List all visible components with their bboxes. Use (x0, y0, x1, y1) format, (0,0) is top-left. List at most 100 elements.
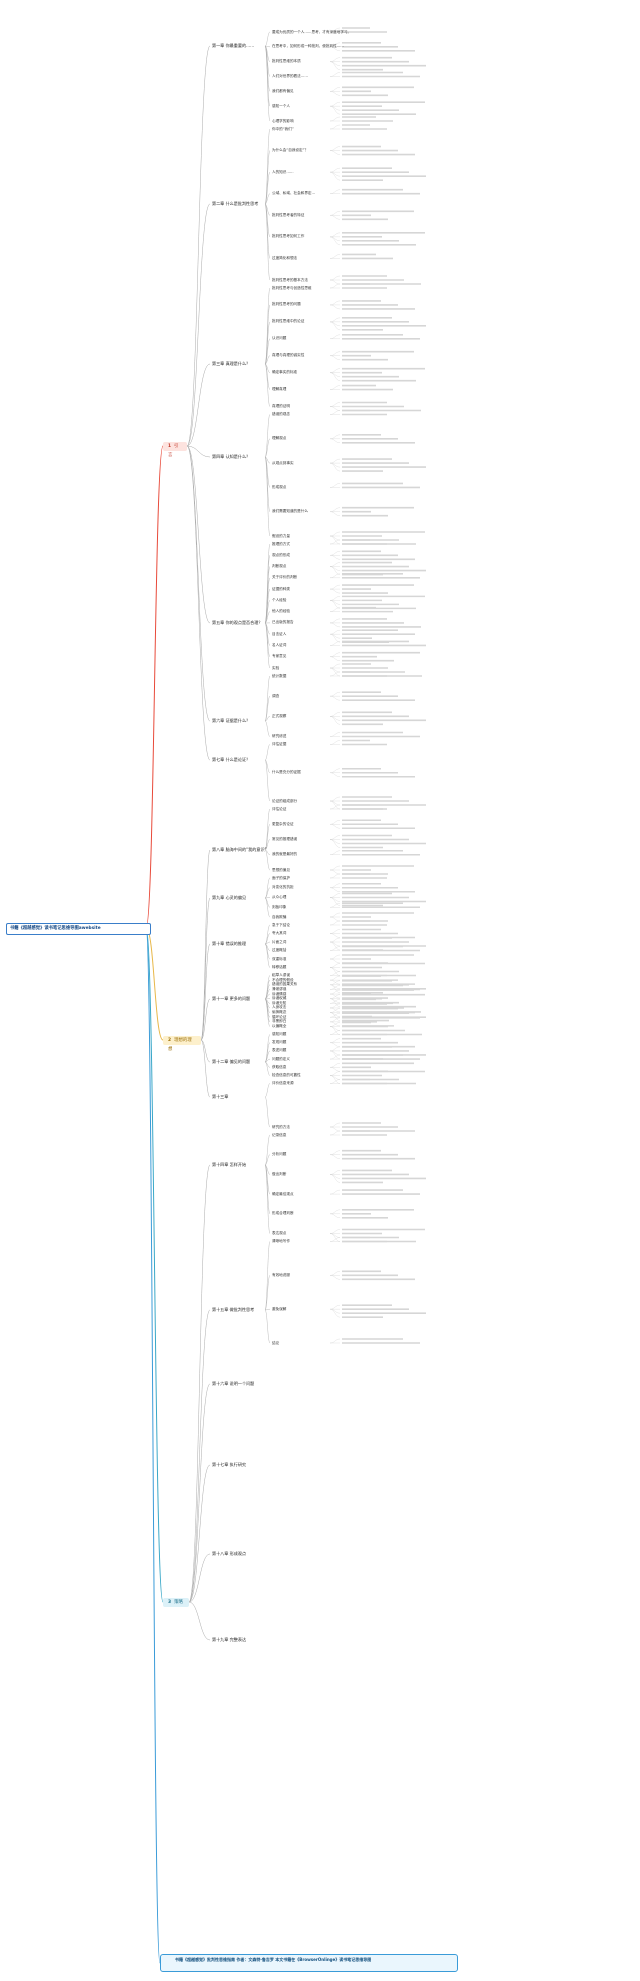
topic-node[interactable]: 研究的方法 (272, 1124, 290, 1129)
topic-node[interactable]: 人的知识…… (272, 169, 294, 174)
topic-node[interactable]: 批判性思考者的特征 (272, 212, 305, 217)
chapter-node[interactable]: 第五章 你的观点是否合理？ (212, 619, 263, 625)
topic-node[interactable]: 循环论证 (272, 1014, 287, 1019)
topic-node[interactable]: 获取信息 (272, 1064, 287, 1069)
topic-node[interactable]: 表达观点 (272, 1231, 287, 1235)
topic-node[interactable]: 目击证人 (272, 631, 287, 636)
topic-node[interactable]: 对变化的抗拒 (272, 885, 294, 890)
topic-node[interactable]: 偷换概念 (272, 1010, 287, 1015)
topic-node[interactable]: 诉诸权威 (272, 996, 287, 1001)
chapter-node[interactable]: 第四章 认知是什么？ (212, 453, 251, 459)
topic-node[interactable]: 批判性思考的问题 (272, 302, 301, 307)
topic-node[interactable]: 人身攻击 (272, 1005, 287, 1010)
topic-node[interactable]: 检查信息的可靠性 (272, 1073, 301, 1077)
topic-node[interactable]: 更复杂的论证 (272, 821, 294, 826)
topic-node[interactable]: 转移话题 (272, 965, 287, 969)
topic-node[interactable]: 我们需要知道的是什么 (272, 509, 308, 514)
chapter-node[interactable]: 第十一章 更多的问题 (212, 995, 251, 1001)
topic-node[interactable]: 错误的因果关系 (272, 982, 298, 987)
topic-node[interactable]: 做出判断 (272, 1171, 287, 1176)
topic-node[interactable]: 从观点到事实 (272, 460, 294, 465)
topic-node[interactable]: 确定事实的标准 (272, 370, 298, 375)
topic-node[interactable]: 论证的组成部分 (272, 798, 298, 803)
topic-node[interactable]: 刻板印象 (272, 904, 287, 909)
topic-node[interactable]: 批判性思考与创造性思维 (272, 285, 312, 290)
topic-node[interactable]: 正式观察 (272, 713, 287, 718)
chapter-node[interactable]: 第三章 真理是什么？ (212, 360, 251, 366)
topic-node[interactable]: 批判性思考如何工作 (272, 234, 305, 239)
topic-node[interactable]: 已出版的报告 (272, 620, 294, 625)
topic-node[interactable]: 思想的偏见 (272, 867, 290, 872)
topic-node[interactable]: 表述问题 (272, 1048, 287, 1053)
topic-node[interactable]: 判断观点 (272, 564, 287, 569)
topic-node[interactable]: 错误的观念 (272, 412, 290, 416)
topic-node[interactable]: 问题的定义 (272, 1056, 290, 1061)
topic-node[interactable]: 我的就是最好的 (272, 852, 298, 857)
topic-node[interactable]: 关于评价的判断 (272, 575, 298, 580)
topic-node[interactable]: 名人证词 (272, 642, 287, 647)
topic-node[interactable]: 诉诸无知 (272, 1000, 287, 1005)
topic-node[interactable]: 批判性思维的本质 (272, 59, 301, 64)
topic-node[interactable]: 避免误解 (272, 1306, 287, 1311)
topic-node[interactable]: 理解观点 (272, 436, 287, 441)
topic-node[interactable]: 滑坡谬误 (272, 986, 287, 991)
topic-node[interactable]: 理解真理 (272, 387, 287, 392)
chapter-node[interactable]: 第十四章 怎样开始 (212, 1161, 247, 1167)
topic-node[interactable]: 假设的力量 (272, 533, 290, 538)
chapter-node[interactable]: 第十三章 (212, 1093, 229, 1099)
chapter-node[interactable]: 第六章 证据是什么？ (212, 717, 251, 723)
topic-node[interactable]: 研究综述 (272, 734, 287, 738)
topic-node[interactable]: 急于下结论 (272, 922, 290, 927)
topic-node[interactable]: 认识问题 (272, 336, 287, 341)
topic-node[interactable]: 夸大其词 (272, 931, 287, 935)
chapter-node[interactable]: 第十章 错误的推理 (212, 940, 247, 946)
chapter-node[interactable]: 第十九章 完整表达 (212, 1636, 247, 1642)
topic-node[interactable]: 专家意见 (272, 654, 287, 659)
chapter-node[interactable]: 第八章 脑海中间的“我的意识” (212, 846, 267, 852)
topic-node[interactable]: 非黑即白 (272, 1019, 287, 1024)
topic-node[interactable]: 心理学的影响 (272, 118, 294, 123)
topic-node[interactable]: 形成观点 (272, 484, 287, 489)
topic-node[interactable]: 清晰地写作 (272, 1239, 290, 1243)
topic-node[interactable]: 人们对世界的看法…… (272, 74, 308, 78)
topic-node[interactable]: 统计数据 (272, 673, 287, 678)
root-topic[interactable]: 书籍《超越感觉》读书笔记思维导图awebsite (6, 923, 151, 935)
topic-node[interactable]: 批判性思考的基本方法 (272, 277, 308, 282)
topic-node[interactable]: 结论 (272, 1340, 280, 1345)
chapter-node[interactable]: 第二章 什么是批判性思考 (212, 200, 259, 206)
topic-node[interactable]: 他人的经验 (272, 609, 290, 614)
topic-node[interactable]: 自我欺骗 (272, 914, 287, 919)
chapter-node[interactable]: 第十七章 执行研究 (212, 1461, 247, 1467)
topic-node[interactable]: 过度简化和想法 (272, 255, 298, 260)
topic-node[interactable]: 面子的保护 (272, 875, 290, 880)
topic-node[interactable]: 有效地说服 (272, 1272, 290, 1277)
topic-node[interactable]: 公域、私域、社会和界定… (272, 191, 316, 196)
topic-node[interactable]: 批判性思维中的论证 (272, 319, 305, 324)
chapter-node[interactable]: 第一章 你最重要的…… (212, 42, 255, 48)
topic-node[interactable]: 确定最佳观点 (272, 1191, 294, 1196)
topic-node[interactable]: 评估论证 (272, 806, 287, 811)
chapter-node[interactable]: 第十六章 说明一个问题 (212, 1380, 255, 1386)
topic-node[interactable]: 分析问题 (272, 1152, 287, 1157)
topic-node[interactable]: 评价信息来源 (272, 1081, 294, 1085)
topic-node[interactable]: 以偏概全 (272, 1024, 287, 1028)
topic-node[interactable]: 双重标准 (272, 956, 287, 961)
topic-node[interactable]: 你中的“我们” (272, 126, 294, 131)
chapter-node[interactable]: 第九章 心灵的偏见 (212, 894, 247, 900)
topic-node[interactable]: 真理的证明 (272, 404, 290, 408)
chapter-node[interactable]: 第七章 什么是论证？ (212, 756, 251, 762)
chapter-node[interactable]: 第十二章 偏见的问题 (212, 1058, 251, 1064)
topic-node[interactable]: 推理的方式 (272, 541, 290, 546)
topic-node[interactable]: 实验 (272, 665, 280, 670)
topic-node[interactable]: 从众心理 (272, 895, 287, 899)
topic-node[interactable]: 常见的推理错误 (272, 837, 298, 841)
topic-node[interactable]: 我们都有偏见 (272, 88, 294, 93)
topic-node[interactable]: 个人经验 (272, 597, 287, 602)
chapter-node[interactable]: 第十八章 形成观点 (212, 1550, 247, 1556)
topic-node[interactable]: 过度概括 (272, 948, 287, 952)
topic-node[interactable]: 发现问题 (272, 1040, 287, 1045)
topic-node[interactable]: 调查 (272, 693, 280, 698)
topic-node[interactable]: 观点的形成 (272, 552, 290, 557)
